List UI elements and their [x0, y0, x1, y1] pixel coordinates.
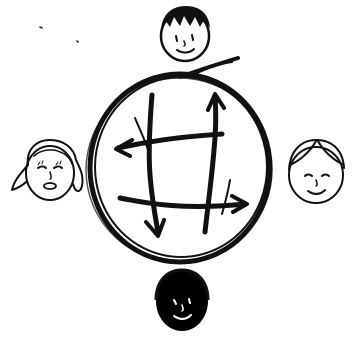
person-right-eye-left: [305, 175, 312, 177]
person-right-nose: [316, 180, 317, 186]
person-top-eye-left: [176, 36, 177, 41]
person-right: [289, 140, 344, 203]
person-left-lashes: [38, 161, 61, 165]
globe: [86, 58, 272, 262]
person-left-mouth: [44, 183, 56, 189]
person-bottom-nose: [182, 305, 183, 311]
globe-outline-inner: [95, 77, 267, 257]
stray-mark-2: [77, 41, 78, 42]
person-top-eye-right: [192, 35, 193, 40]
person-bottom-hair: [156, 270, 208, 300]
person-top-mouth: [177, 49, 194, 53]
person-right-hair-left: [292, 141, 316, 164]
person-right-eye-right: [322, 175, 329, 177]
arrow-sketch-2: [222, 180, 230, 214]
person-top-hair: [161, 6, 210, 30]
person-bottom: [156, 270, 208, 331]
arrow-left-shaft: [149, 95, 158, 232]
person-top-nose: [184, 41, 185, 46]
person-left-eye-left: [38, 167, 46, 169]
person-right-mouth: [308, 190, 325, 194]
person-top: [161, 6, 210, 61]
person-left-nose: [50, 172, 51, 179]
exchange-arrows: [116, 94, 247, 236]
arrow-right-shaft: [205, 96, 216, 232]
stray-mark-1: [40, 27, 42, 28]
person-bottom-eye-right: [189, 299, 190, 303]
person-left: [12, 140, 83, 200]
person-left-eye-right: [54, 167, 62, 169]
